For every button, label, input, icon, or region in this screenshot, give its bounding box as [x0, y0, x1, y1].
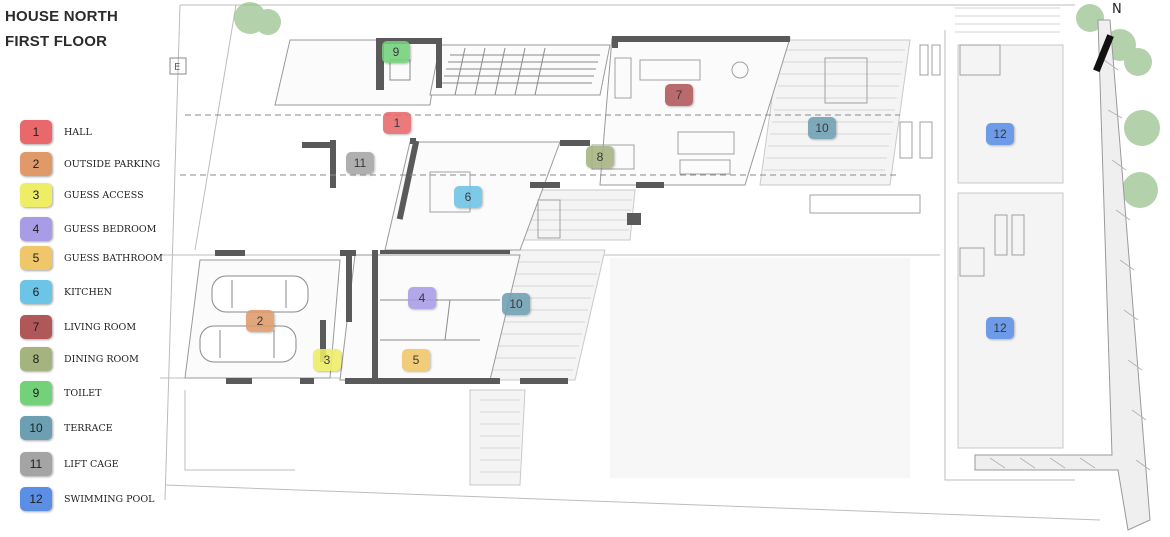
- room-tag: 8: [586, 146, 614, 168]
- legend-label: GUESS BATHROOM: [64, 252, 163, 264]
- legend-badge: 1: [20, 120, 52, 144]
- legend-label: SWIMMING POOL: [64, 493, 155, 505]
- legend-item: 7 LIVING ROOM: [20, 315, 136, 339]
- room-tag: 2: [246, 310, 274, 332]
- legend-item: 1 HALL: [20, 120, 92, 144]
- legend-badge: 8: [20, 347, 52, 371]
- legend-label: GUESS ACCESS: [64, 189, 144, 201]
- legend-badge: 7: [20, 315, 52, 339]
- room-tag: 11: [346, 152, 374, 174]
- legend-badge: 11: [20, 452, 52, 476]
- legend-badge: 6: [20, 280, 52, 304]
- legend-label: OUTSIDE PARKING: [64, 158, 161, 170]
- room-tag: 12: [986, 123, 1014, 145]
- plan-title-line2: FIRST FLOOR: [5, 33, 108, 50]
- room-tag: 9: [382, 41, 410, 63]
- north-label: N: [1112, 2, 1122, 17]
- room-tag: 5: [402, 349, 430, 371]
- svg-text:E: E: [174, 62, 180, 73]
- legend-label: LIFT CAGE: [64, 458, 119, 470]
- legend-label: LIVING ROOM: [64, 321, 137, 333]
- legend-item: 2 OUTSIDE PARKING: [20, 152, 160, 176]
- legend-label: TERRACE: [64, 422, 113, 434]
- room-tag: 6: [454, 186, 482, 208]
- plan-title-line1: HOUSE NORTH: [5, 8, 119, 25]
- legend-item: 11 LIFT CAGE: [20, 452, 119, 476]
- legend-label: GUESS BEDROOM: [64, 223, 157, 235]
- legend-badge: 9: [20, 381, 52, 405]
- legend-badge: 10: [20, 416, 52, 440]
- legend-item: 3 GUESS ACCESS: [20, 183, 144, 207]
- room-tag: 1: [383, 112, 411, 134]
- legend-item: 8 DINING ROOM: [20, 347, 139, 371]
- room-tag: 12: [986, 317, 1014, 339]
- legend-label: DINING ROOM: [64, 353, 139, 365]
- legend-item: 10 TERRACE: [20, 416, 113, 440]
- legend-item: 12 SWIMMING POOL: [20, 487, 154, 511]
- legend-badge: 12: [20, 487, 52, 511]
- room-tag: 10: [808, 117, 836, 139]
- legend-item: 9 TOILET: [20, 381, 101, 405]
- legend-item: 6 KITCHEN: [20, 280, 112, 304]
- legend-badge: 5: [20, 246, 52, 270]
- legend-badge: 2: [20, 152, 52, 176]
- legend-label: HALL: [64, 126, 92, 138]
- legend-label: TOILET: [64, 387, 102, 399]
- room-tag: 7: [665, 84, 693, 106]
- room-tag: 10: [502, 293, 530, 315]
- legend-item: 4 GUESS BEDROOM: [20, 217, 156, 241]
- legend-badge: 4: [20, 217, 52, 241]
- legend-badge: 3: [20, 183, 52, 207]
- legend-item: 5 GUESS BATHROOM: [20, 246, 163, 270]
- room-tag: 3: [313, 349, 341, 371]
- legend-label: KITCHEN: [64, 286, 112, 298]
- room-tag: 4: [408, 287, 436, 309]
